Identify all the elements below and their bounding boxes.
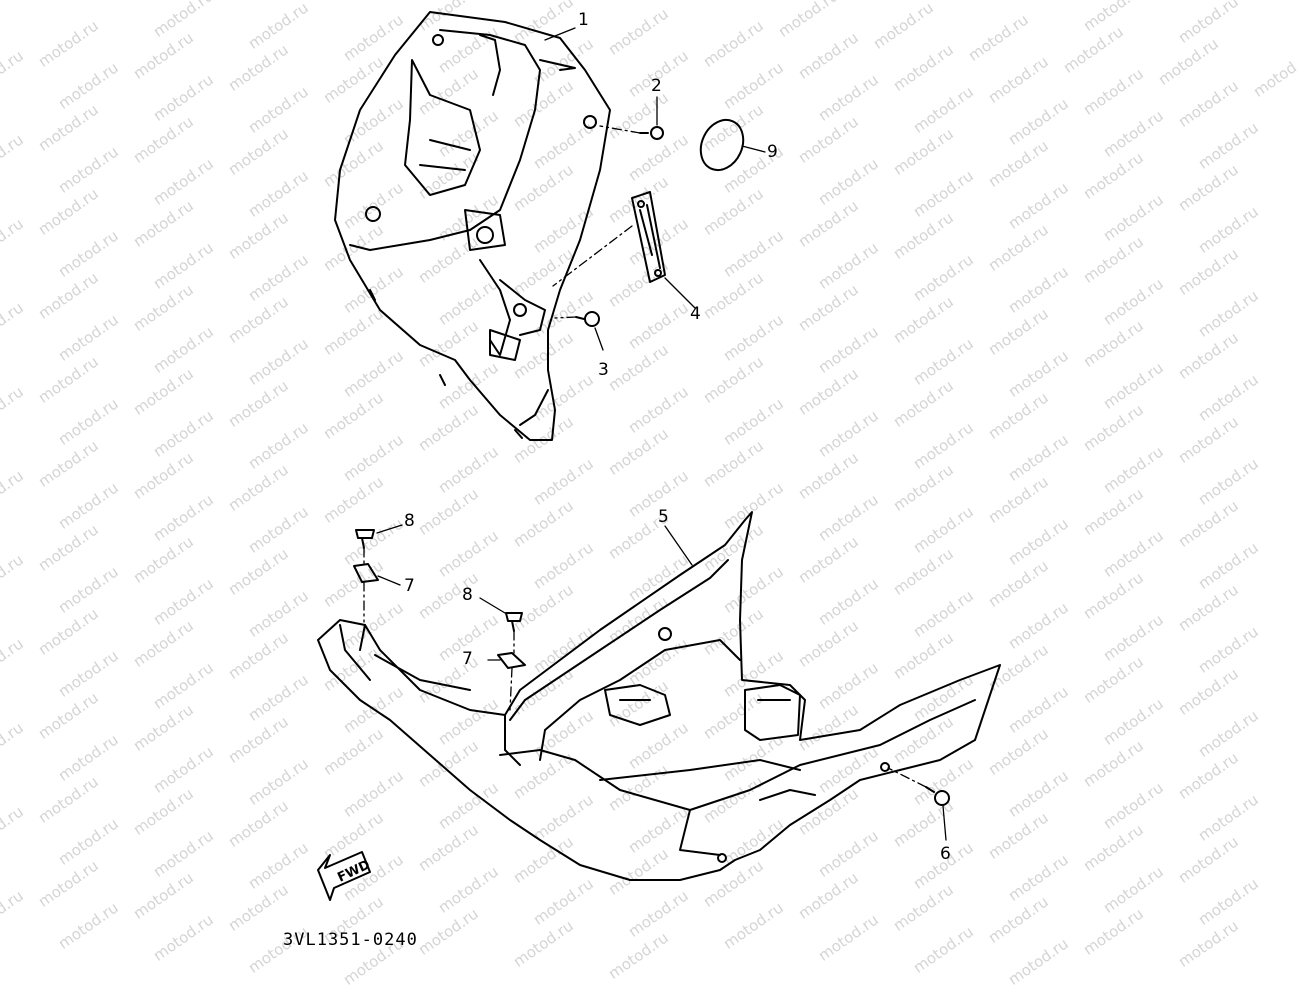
part-3-screw (575, 311, 600, 327)
part-1-leg-shield (334, 11, 611, 441)
fwd-arrow-icon (317, 851, 371, 901)
callout-7-lower: 7 (462, 649, 473, 669)
part-8-clip-lower (505, 612, 523, 632)
diagram-code: 3VL1351-0240 (283, 930, 418, 950)
alignment-lines (363, 125, 927, 788)
callout-5: 5 (658, 507, 669, 527)
callout-8-lower: 8 (462, 585, 473, 605)
callout-6: 6 (940, 844, 951, 864)
part-9-cap (699, 118, 745, 172)
part-8-clip-upper (355, 529, 375, 549)
part-5-footrest-board (317, 511, 1001, 881)
callout-7-upper: 7 (404, 576, 415, 596)
part-2-screw (639, 126, 664, 140)
part-6-bolt (925, 786, 950, 806)
leader-lines (376, 27, 947, 841)
part-7-nut-upper (353, 563, 379, 583)
part-7-nut-lower (497, 652, 526, 669)
callout-4: 4 (690, 304, 701, 324)
part-4-plate (631, 191, 666, 283)
callout-3: 3 (598, 360, 609, 380)
callout-9: 9 (767, 142, 778, 162)
callout-1: 1 (578, 10, 589, 30)
callout-2: 2 (651, 76, 662, 96)
callout-8-upper: 8 (404, 511, 415, 531)
